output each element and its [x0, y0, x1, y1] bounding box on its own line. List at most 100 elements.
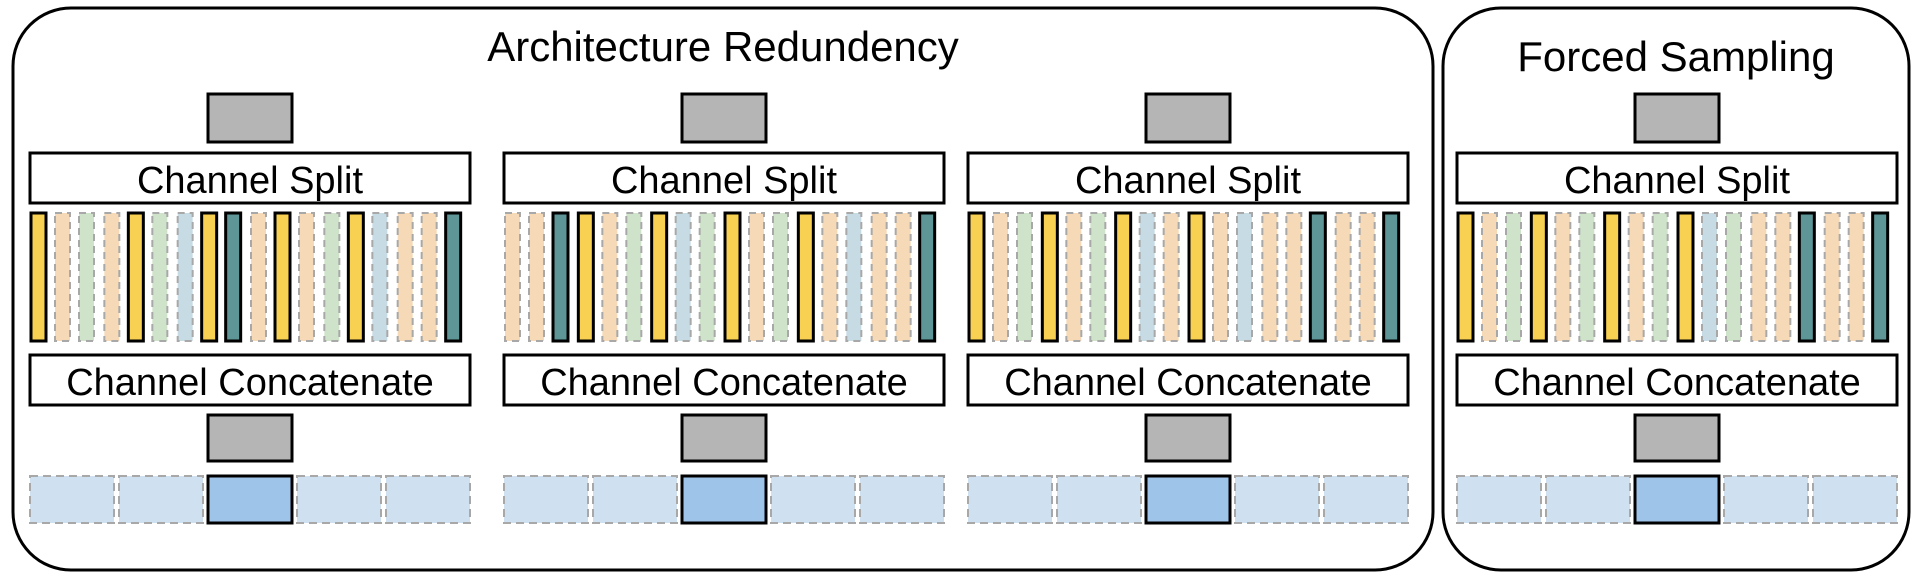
- active-channel-strip: [1456, 211, 1475, 343]
- panel-architecture-redundency: [11, 6, 1435, 572]
- candidate-cell: [1323, 475, 1409, 524]
- candidate-cell: [503, 475, 589, 524]
- inactive-channel-strip: [151, 212, 169, 342]
- selected-candidate-cell: [206, 474, 294, 525]
- active-channel-strip: [796, 211, 815, 343]
- inactive-channel-strip: [1065, 212, 1083, 342]
- channel-split-label: Channel Split: [611, 160, 837, 202]
- inactive-channel-strip: [625, 212, 643, 342]
- candidate-cell: [1456, 475, 1542, 524]
- channel-split-box: [1455, 151, 1899, 205]
- candidate-cell: [859, 475, 945, 524]
- candidate-cell: [1545, 475, 1631, 524]
- inactive-channel-strip: [1627, 212, 1645, 342]
- inactive-channel-strip: [1823, 212, 1841, 342]
- inactive-channel-strip: [323, 212, 341, 342]
- inactive-channel-strip: [1725, 212, 1742, 342]
- active-channel-strip: [1187, 211, 1206, 343]
- candidate-cell: [296, 475, 382, 524]
- candidate-cell: [592, 475, 678, 524]
- channel-split-label: Channel Split: [137, 160, 363, 202]
- active-channel-strip: [1871, 211, 1890, 343]
- output-feature-box: [680, 413, 768, 463]
- active-channel-strip: [967, 211, 986, 343]
- inactive-channel-strip: [1212, 212, 1229, 342]
- channel-concatenate-label: Channel Concatenate: [1004, 362, 1372, 404]
- active-channel-strip: [1676, 211, 1695, 343]
- panel-title-forced-sampling: Forced Sampling: [1517, 33, 1834, 80]
- channel-split-box: [966, 151, 1410, 205]
- input-feature-box: [206, 92, 294, 144]
- inactive-channel-strip: [1505, 212, 1522, 342]
- inactive-channel-strip: [371, 212, 389, 342]
- candidate-cell: [1234, 475, 1320, 524]
- input-feature-box: [1144, 92, 1232, 144]
- active-channel-strip: [576, 211, 595, 343]
- input-feature-box: [680, 92, 768, 144]
- channel-concatenate-box: [1455, 353, 1899, 407]
- inactive-channel-strip: [1285, 212, 1303, 342]
- active-channel-strip: [1382, 211, 1401, 343]
- active-channel-strip: [1308, 211, 1327, 343]
- candidate-cell: [1056, 475, 1142, 524]
- inactive-channel-strip: [601, 212, 619, 342]
- channel-split-label: Channel Split: [1075, 160, 1301, 202]
- channel-concatenate-label: Channel Concatenate: [66, 362, 434, 404]
- inactive-channel-strip: [250, 212, 267, 342]
- active-channel-strip: [224, 211, 243, 343]
- candidate-cell: [118, 475, 204, 524]
- inactive-channel-strip: [54, 212, 71, 342]
- inactive-channel-strip: [1701, 212, 1718, 342]
- channel-concatenate-box: [502, 353, 946, 407]
- selected-candidate-cell: [1144, 474, 1232, 525]
- inactive-channel-strip: [992, 212, 1009, 342]
- inactive-channel-strip: [1334, 212, 1352, 342]
- panel-forced-sampling: [1441, 6, 1911, 572]
- inactive-channel-strip: [821, 212, 839, 342]
- candidate-cell: [1723, 475, 1809, 524]
- candidate-cell: [29, 475, 115, 524]
- channel-split-box: [502, 151, 946, 205]
- panel-title-architecture-redundency: Architecture Redundency: [487, 23, 959, 70]
- output-feature-box: [206, 413, 294, 463]
- inactive-channel-strip: [1481, 212, 1498, 342]
- active-channel-strip: [1114, 211, 1133, 343]
- active-channel-strip: [346, 211, 365, 343]
- channel-concatenate-label: Channel Concatenate: [1493, 362, 1861, 404]
- inactive-channel-strip: [1261, 212, 1279, 342]
- candidate-cell: [967, 475, 1053, 524]
- inactive-channel-strip: [420, 212, 438, 342]
- inactive-channel-strip: [772, 212, 789, 342]
- candidate-cell: [770, 475, 856, 524]
- channel-split-box: [28, 151, 472, 205]
- inactive-channel-strip: [1554, 212, 1572, 342]
- active-channel-strip: [126, 211, 145, 343]
- active-channel-strip: [1529, 211, 1548, 343]
- inactive-channel-strip: [1236, 212, 1253, 342]
- active-channel-strip: [273, 211, 292, 343]
- inactive-channel-strip: [1016, 212, 1033, 342]
- inactive-channel-strip: [674, 212, 692, 342]
- inactive-channel-strip: [870, 212, 888, 342]
- selected-candidate-cell: [680, 474, 768, 525]
- active-channel-strip: [1040, 211, 1059, 343]
- inactive-channel-strip: [103, 212, 121, 342]
- inactive-channel-strip: [396, 212, 414, 342]
- channel-split-label: Channel Split: [1564, 160, 1790, 202]
- active-channel-strip: [200, 211, 219, 343]
- inactive-channel-strip: [1750, 212, 1768, 342]
- input-feature-box: [1633, 92, 1721, 144]
- inactive-channel-strip: [1578, 212, 1596, 342]
- active-channel-strip: [1603, 211, 1622, 343]
- inactive-channel-strip: [1138, 212, 1156, 342]
- active-channel-strip: [650, 211, 669, 343]
- inactive-channel-strip: [504, 212, 521, 342]
- active-channel-strip: [1797, 211, 1816, 343]
- active-channel-strip: [551, 211, 570, 343]
